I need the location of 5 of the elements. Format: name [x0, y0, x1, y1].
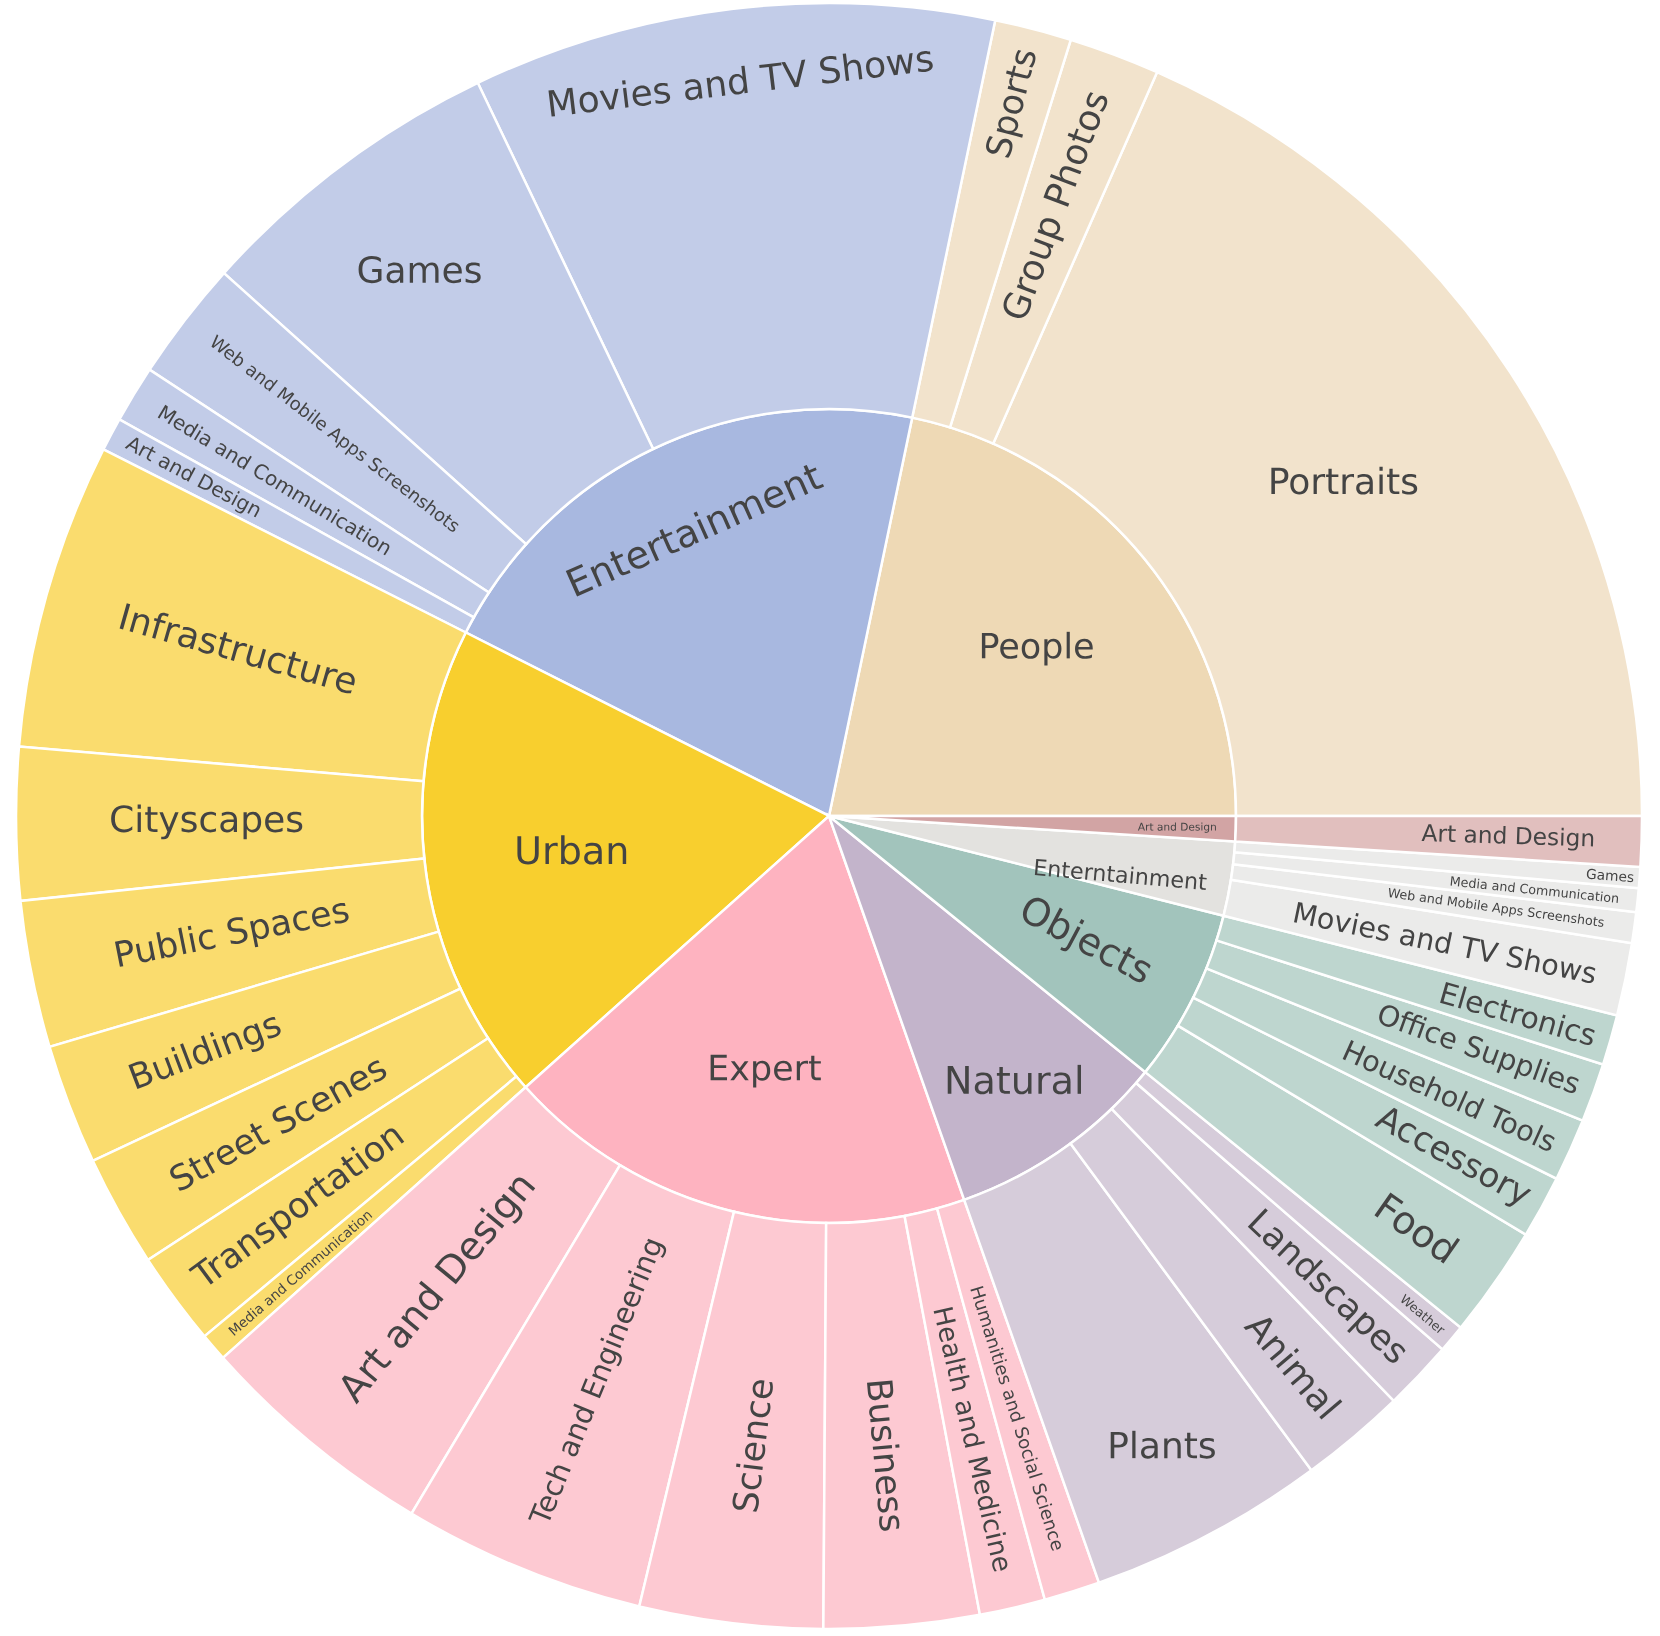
sunburst-segment: Cityscapes	[14, 745, 426, 903]
node-label: Business	[867, 1380, 900, 1531]
sunburst-segment: People	[827, 416, 1238, 818]
sunburst-segment: Art and Design	[1233, 814, 1644, 869]
sunburst-segment: Art and Design	[827, 814, 1238, 843]
